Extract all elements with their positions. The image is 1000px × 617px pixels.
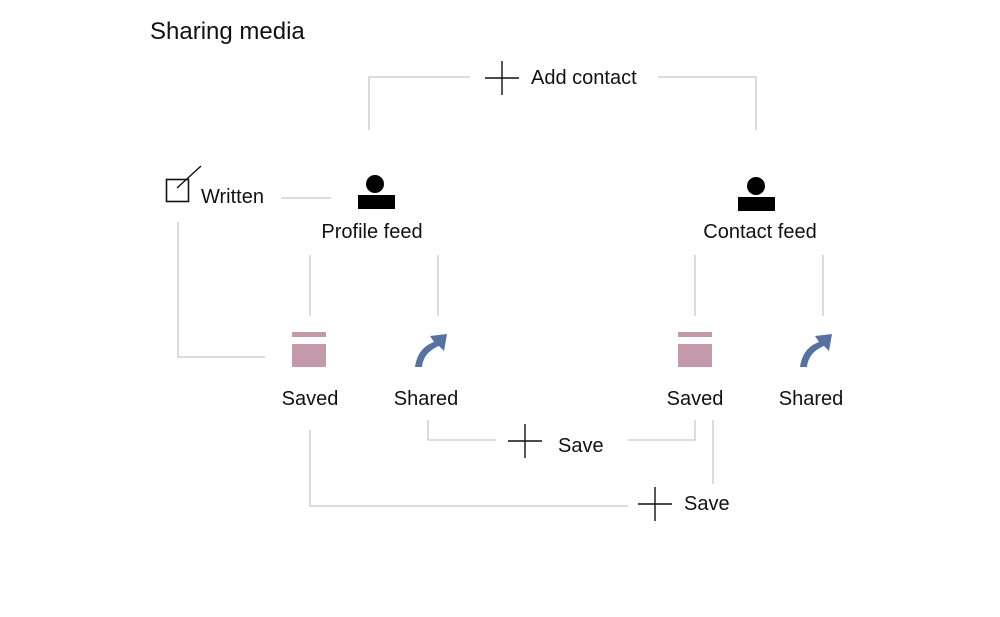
save-middle-label: Save [558, 435, 604, 457]
shared-left-label: Shared [393, 388, 459, 410]
connector-add-contact-right [658, 76, 757, 130]
saved-right-label: Saved [666, 388, 724, 410]
connector-save-middle-left [427, 420, 496, 441]
written-icon [165, 165, 202, 203]
shared-right-label: Shared [778, 388, 844, 410]
contact-feed-label: Contact feed [703, 221, 817, 243]
profile-feed-label: Profile feed [321, 221, 423, 243]
connector-add-contact-left [368, 76, 470, 130]
saved-left-label: Saved [281, 388, 339, 410]
saved-icon [292, 332, 326, 367]
connector-save-bottom-left [309, 430, 628, 507]
saved-icon [678, 332, 712, 367]
plus-icon [638, 487, 672, 521]
shared-icon [800, 334, 832, 367]
connector-save-middle-right [628, 420, 696, 441]
written-label: Written [201, 186, 264, 208]
plus-icon [485, 61, 519, 95]
save-bottom-label: Save [684, 493, 730, 515]
plus-icon [508, 424, 542, 458]
shared-icon [415, 334, 447, 367]
person-icon [358, 175, 395, 209]
diagram-title: Sharing media [150, 18, 305, 45]
add-contact-label: Add contact [531, 67, 637, 89]
connector-written-saved [177, 222, 265, 358]
person-icon [738, 177, 775, 211]
